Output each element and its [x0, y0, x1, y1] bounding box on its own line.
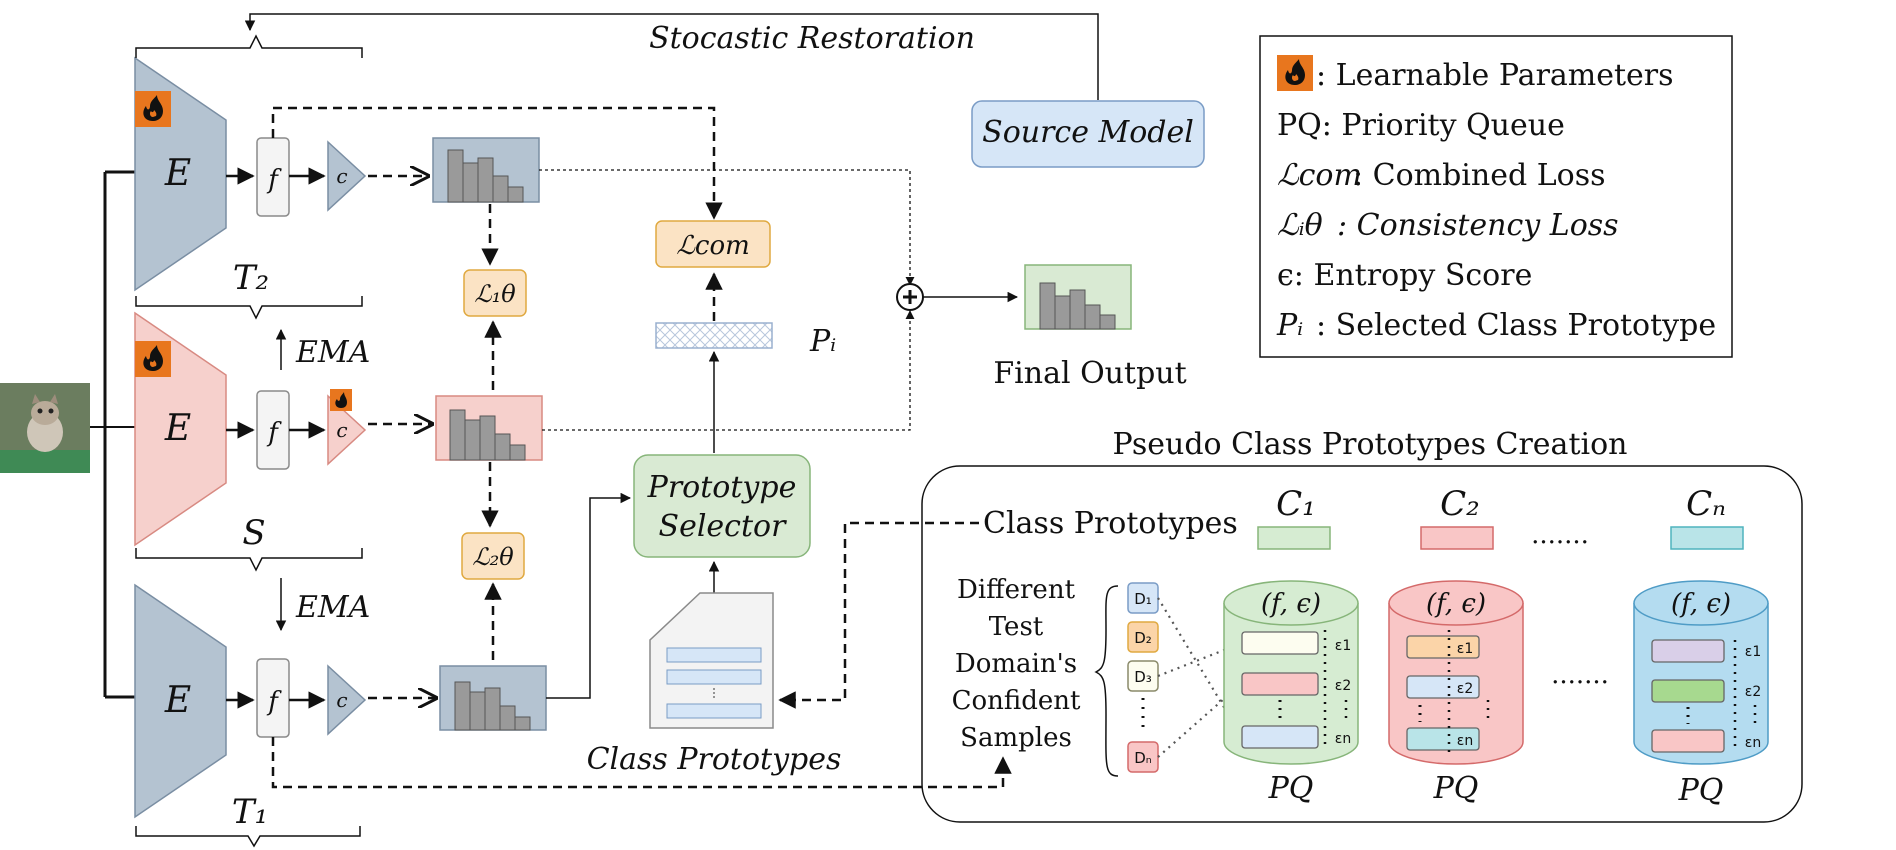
- svg-text:ε2: ε2: [1335, 678, 1351, 694]
- legend-eps: ϵ: Entropy Score: [1277, 258, 1532, 293]
- class-c2-bar: [1420, 526, 1494, 550]
- domain-description: Different Test Domain's Confident Sample…: [952, 575, 1081, 753]
- legend-lcom-symbol: ℒcom: [1277, 158, 1362, 193]
- class-c2-label: C₂: [1440, 484, 1480, 524]
- svg-text:Samples: Samples: [960, 723, 1072, 753]
- legend-box: [1259, 35, 1733, 358]
- pseudo-title: Pseudo Class Prototypes Creation: [1113, 427, 1628, 462]
- loss-combined: [655, 220, 771, 268]
- svg-text:E: E: [164, 408, 191, 449]
- fire-icon: [135, 91, 171, 127]
- class-prototypes-caption: Class Prototypes: [587, 742, 842, 777]
- svg-text:D₁: D₁: [1134, 590, 1152, 608]
- legend-pi: : Selected Class Prototype: [1316, 308, 1716, 343]
- svg-text:c: c: [336, 418, 347, 442]
- legend-learnable: : Learnable Parameters: [1316, 58, 1674, 93]
- svg-text:Test: Test: [989, 612, 1044, 642]
- svg-text:D₃: D₃: [1134, 668, 1152, 686]
- encoder-t2-label: E: [164, 153, 191, 194]
- pq-label-cn: PQ: [1678, 773, 1724, 808]
- class-c1-label: C₁: [1276, 484, 1316, 524]
- legend-pq: PQ: Priority Queue: [1277, 108, 1565, 143]
- legend-li-symbol: ℒᵢθ: [1277, 208, 1323, 243]
- svg-text:c: c: [336, 688, 347, 712]
- svg-text:(f, ϵ): (f, ϵ): [1261, 589, 1321, 619]
- sample-d2: [1127, 621, 1159, 653]
- priority-queue-cn: (f, ϵ) ε1 ε2 εn: [1633, 580, 1769, 765]
- svg-text:ℒ₁θ: ℒ₁θ: [474, 280, 516, 308]
- pseudo-panel: [921, 465, 1803, 823]
- svg-text:ε2: ε2: [1457, 681, 1473, 697]
- classifier-student: [327, 394, 367, 466]
- svg-text:Prototype: Prototype: [647, 470, 797, 505]
- pq-label-c1: PQ: [1268, 771, 1314, 806]
- pq-label-c2: PQ: [1433, 771, 1479, 806]
- selected-prototype-bar: [655, 322, 773, 349]
- fire-icon: [1277, 55, 1313, 91]
- fire-icon: [330, 389, 352, 411]
- restoration-title: Stocastic Restoration: [649, 21, 975, 56]
- source-model-box: [971, 100, 1205, 168]
- svg-text:ℒ₂θ: ℒ₂θ: [472, 543, 514, 571]
- svg-text:Selector: Selector: [659, 509, 788, 544]
- svg-text:(f, ϵ): (f, ϵ): [1671, 589, 1731, 619]
- branch-label-t1: T₁: [232, 792, 268, 832]
- svg-text:εn: εn: [1457, 733, 1473, 749]
- classifier-t2: [327, 140, 367, 212]
- classifier-t1: [327, 664, 367, 736]
- svg-text:(f, ϵ): (f, ϵ): [1426, 589, 1486, 619]
- svg-text:Different: Different: [957, 575, 1076, 605]
- svg-text:D₂: D₂: [1134, 629, 1152, 647]
- svg-text:c: c: [336, 164, 347, 188]
- branch-label-s: S: [242, 513, 265, 553]
- priority-queue-c2: (f, ϵ) ε1 ε2 εn: [1388, 580, 1524, 765]
- legend-pi-symbol: Pᵢ: [1276, 308, 1303, 343]
- class-cn-label: Cₙ: [1686, 484, 1726, 524]
- pi-label: Pᵢ: [809, 324, 836, 359]
- legend-li: : Consistency Loss: [1337, 208, 1619, 243]
- queues-dots: .......: [1551, 660, 1609, 690]
- svg-text:ε1: ε1: [1457, 641, 1473, 657]
- loss-l2: [461, 532, 525, 580]
- svg-text:εn: εn: [1745, 735, 1761, 751]
- class-cn-bar: [1670, 526, 1744, 550]
- pseudo-class-prototypes-label: Class Prototypes: [983, 506, 1238, 541]
- ema-up-label: EMA: [295, 335, 370, 370]
- svg-text:εn: εn: [1335, 731, 1351, 747]
- final-output-label: Final Output: [993, 356, 1186, 391]
- svg-text:ε2: ε2: [1745, 684, 1761, 700]
- svg-text:E: E: [164, 680, 191, 721]
- svg-text:Dₙ: Dₙ: [1134, 749, 1152, 767]
- prototype-selector-box: [633, 454, 811, 558]
- fire-icon: [135, 341, 171, 377]
- sum-node: [896, 283, 924, 311]
- brace-top: [135, 34, 363, 58]
- svg-text:ε1: ε1: [1745, 644, 1761, 660]
- ema-down-label: EMA: [295, 590, 370, 625]
- priority-queue-c1: (f, ϵ) ε1 ε2 εn: [1223, 580, 1359, 765]
- svg-text:ε1: ε1: [1335, 638, 1351, 654]
- svg-text:Source Model: Source Model: [982, 115, 1194, 150]
- domain-brace: [1094, 585, 1119, 777]
- branch-label-t2: T₂: [233, 258, 269, 298]
- svg-text:Domain's: Domain's: [955, 649, 1077, 679]
- encoder-t1: [134, 583, 227, 819]
- svg-text:Confident: Confident: [952, 686, 1081, 716]
- classes-dots: .......: [1531, 520, 1589, 550]
- input-cat-image: [0, 383, 90, 473]
- loss-l1: [463, 269, 527, 317]
- legend-lcom: : Combined Loss: [1353, 158, 1606, 193]
- svg-text:ℒcom: ℒcom: [676, 231, 750, 261]
- class-c1-bar: [1257, 526, 1331, 550]
- brace-t2-bottom: [135, 296, 363, 320]
